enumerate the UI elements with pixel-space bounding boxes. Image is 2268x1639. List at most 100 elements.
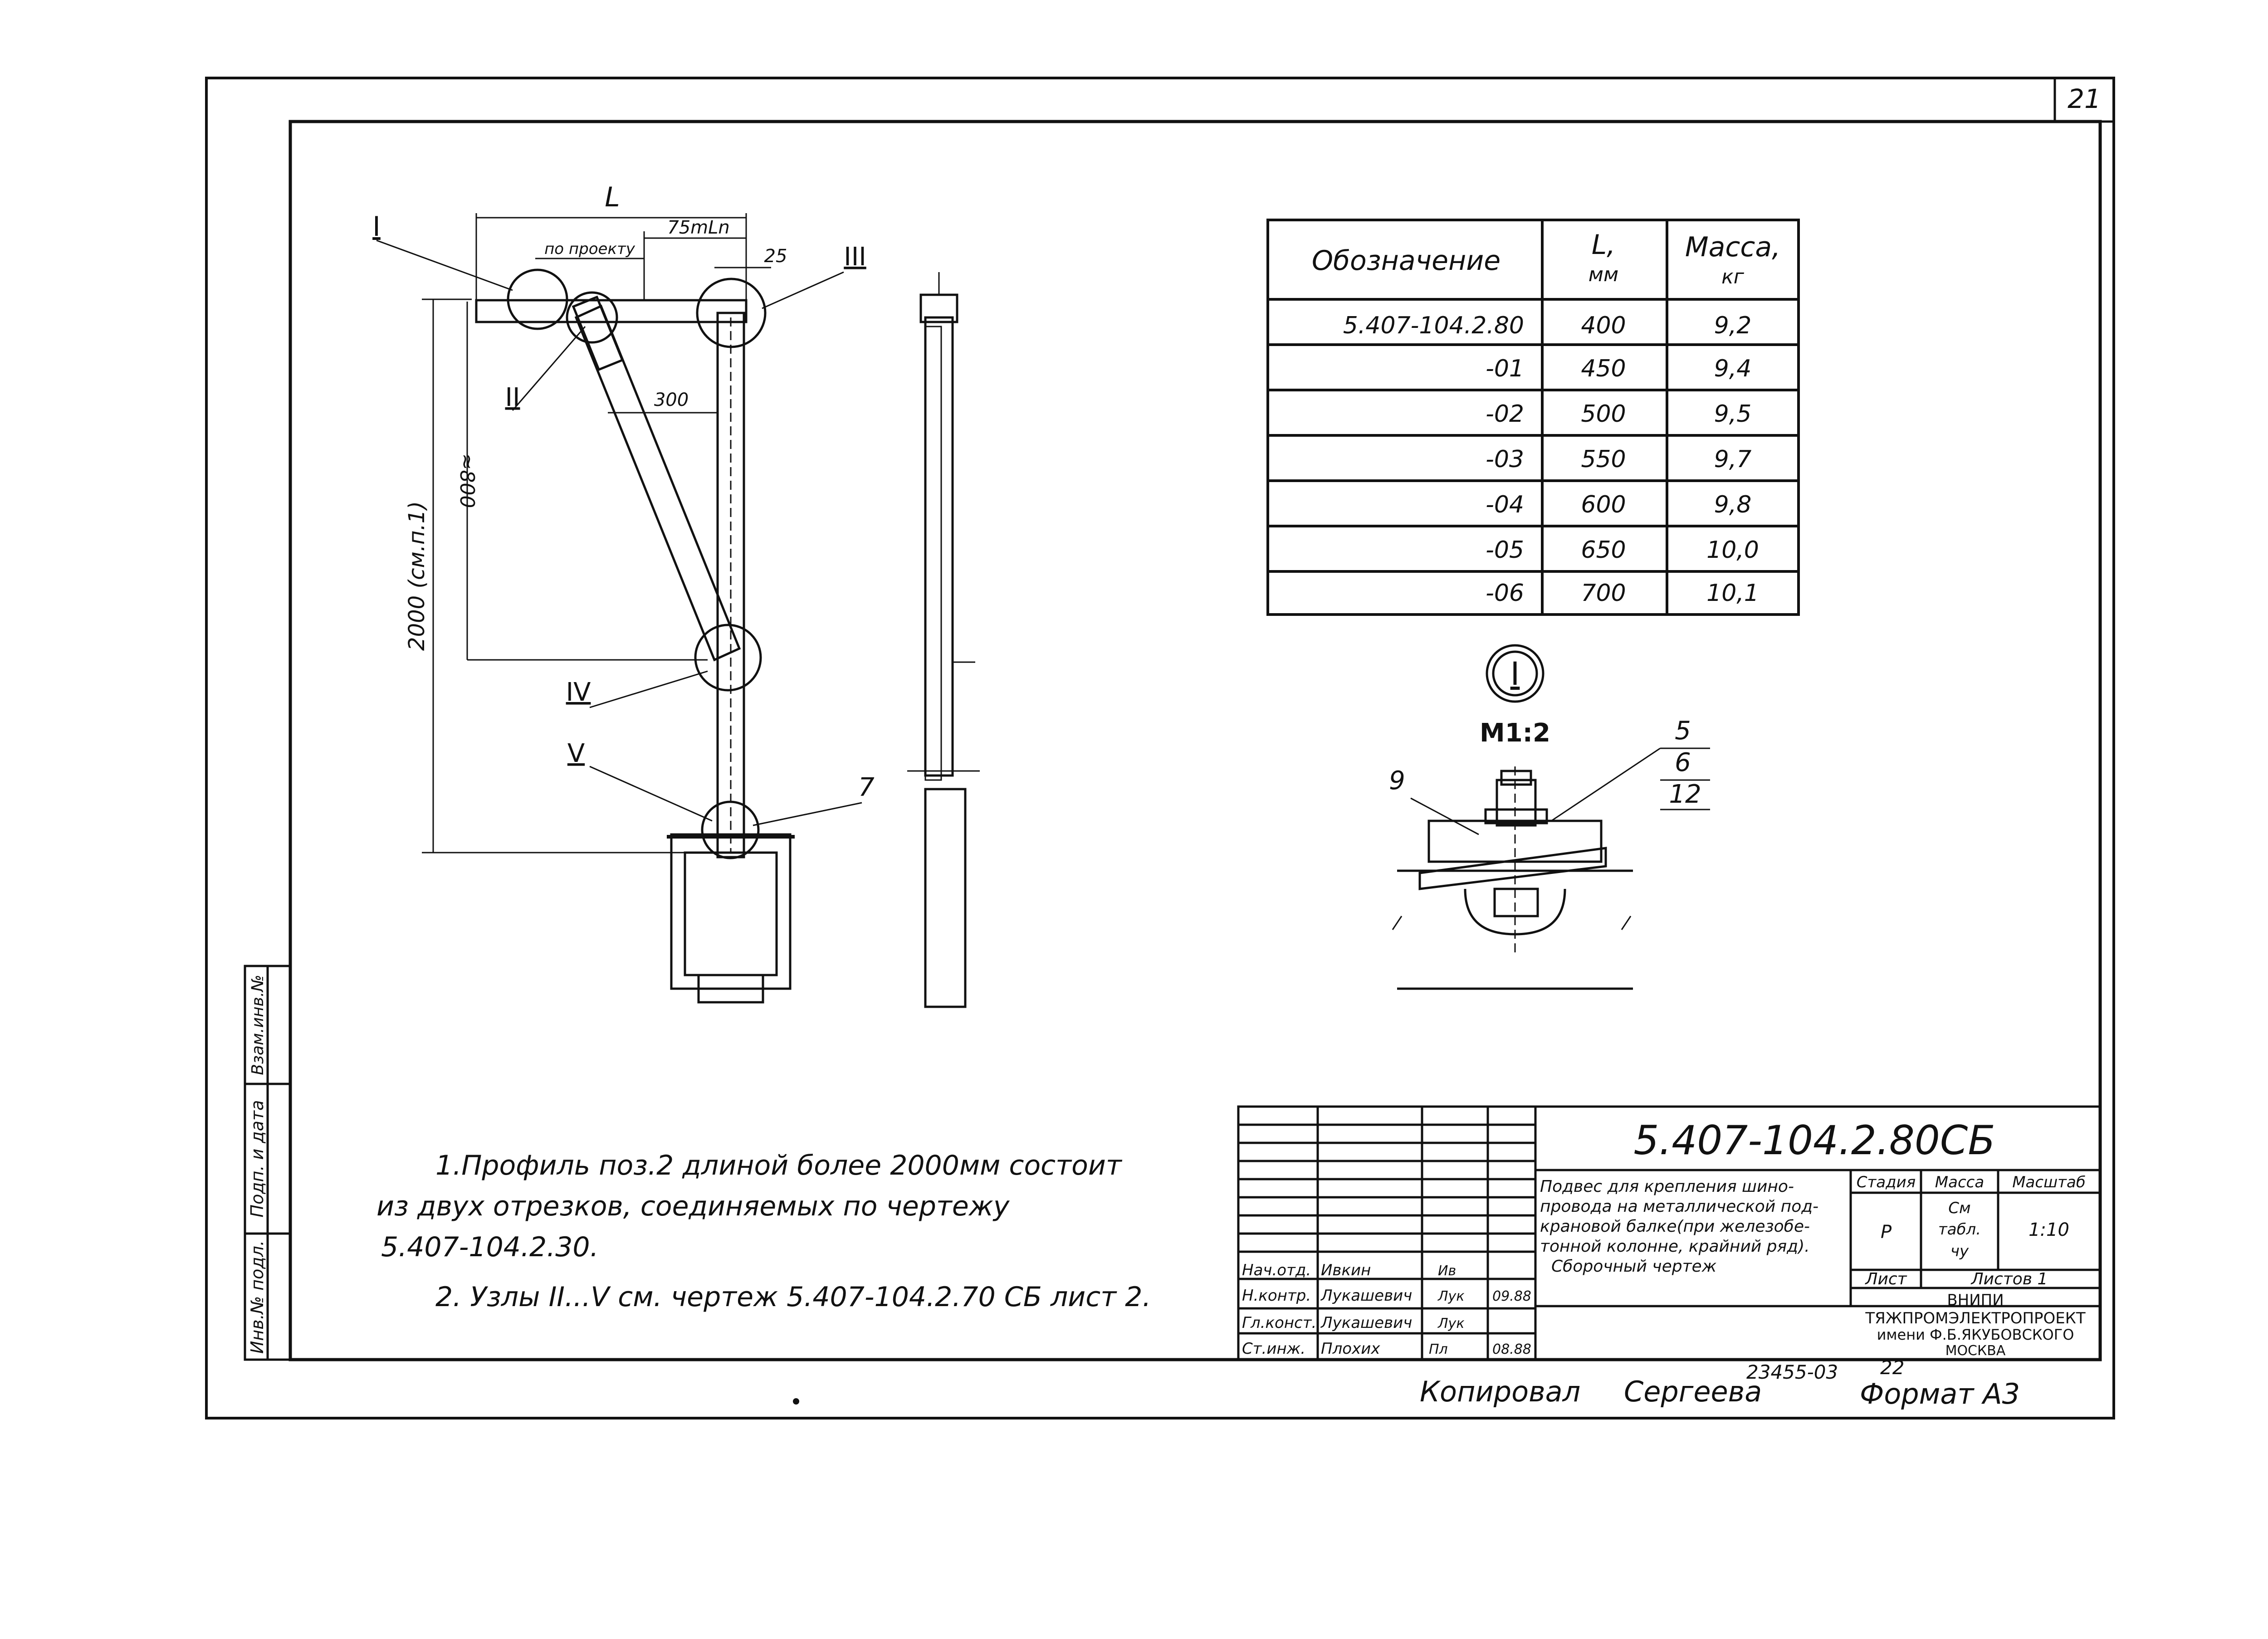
signature-role: Ст.инж.: [1242, 1340, 1305, 1358]
table-row-designation: -04: [1486, 491, 1524, 518]
side-view-holder: [924, 788, 967, 1008]
table-row-length: 500: [1581, 400, 1626, 428]
signature-sign: Лук: [1437, 1288, 1464, 1304]
footer-order: 23455-03: [1746, 1361, 1838, 1383]
node-circle-II: [566, 291, 618, 344]
signature-sign: Лук: [1437, 1316, 1464, 1332]
title-block-org-4: МОСКВА: [1945, 1343, 2006, 1359]
side-stamp-inv: Инв.№ подл.: [247, 1240, 267, 1354]
table-row-mass: 9,5: [1714, 400, 1752, 428]
outer-frame: [205, 77, 2115, 1419]
title-block-stage-value: Р: [1881, 1222, 1892, 1243]
title-block-org-2: ТЯЖПРОМЭЛЕКТРОПРОЕКТ: [1865, 1309, 2086, 1327]
table-row-mass: 9,2: [1714, 312, 1752, 339]
title-block-org-3: имени Ф.Б.ЯКУБОВСКОГО: [1877, 1326, 2074, 1343]
dim-project: по проекту: [544, 240, 635, 258]
signature-name: Лукашевич: [1320, 1314, 1412, 1332]
signature-sign: Ив: [1438, 1263, 1456, 1279]
signature-sign: Пл: [1429, 1341, 1448, 1357]
dim-25: 25: [764, 246, 787, 267]
title-block-org-1: ВНИПИ: [1947, 1291, 2004, 1309]
detail-pos-5: 5: [1675, 716, 1691, 746]
signature-name: Ивкин: [1321, 1261, 1371, 1279]
detail-pos-9: 9: [1389, 766, 1405, 795]
table-row-mass: 10,1: [1706, 580, 1759, 607]
detail-pos-12: 12: [1669, 780, 1701, 809]
signature-date: 09.88: [1492, 1288, 1531, 1304]
signature-role: Нач.отд.: [1242, 1261, 1311, 1279]
detail-I: [1392, 644, 1710, 990]
table-row-mass: 10,0: [1706, 537, 1759, 564]
node-circle-V: [701, 800, 760, 859]
footer-copier: Сергеева: [1624, 1375, 1762, 1408]
title-block-desc-2: провода на металлической под-: [1540, 1197, 1818, 1216]
title-block-doc-code: 5.407-104.2.80СБ: [1633, 1117, 1995, 1164]
sheet-number-box: [2053, 77, 2115, 123]
callout-III: III: [844, 242, 866, 272]
note-line-4: 2. Узлы II...V см. чертеж 5.407-104.2.70…: [435, 1281, 1151, 1313]
table-rows: 5.407-104.2.80 400 9,2 -01 450 9,4 -02 5…: [1343, 312, 1759, 607]
assembly-view: [376, 213, 980, 1008]
node-circle-III: [696, 278, 767, 348]
footer-order-sheet: 22: [1880, 1356, 1904, 1379]
node-circle-I: [507, 268, 568, 330]
table-row-length: 700: [1581, 580, 1626, 607]
table-row-designation: -02: [1486, 400, 1524, 428]
table-header-length-unit: мм: [1589, 263, 1618, 286]
title-block-sheets-label: Листов 1: [1970, 1270, 2048, 1288]
side-stamp-replace: Взам.инв.№: [249, 975, 267, 1075]
dim-800: ≈800: [455, 454, 479, 508]
table-row-designation: -01: [1486, 355, 1524, 382]
inner-frame: [288, 120, 2102, 1361]
table-row-designation: -03: [1486, 446, 1524, 473]
detail-pos-6: 6: [1675, 748, 1691, 777]
node-circle-IV: [694, 624, 762, 692]
title-block-scale-label: Масштаб: [2012, 1173, 2086, 1191]
table-row-length: 450: [1581, 355, 1626, 382]
table-row-mass: 9,4: [1714, 355, 1752, 382]
table-header-mass-unit: кг: [1721, 265, 1745, 288]
title-block-sheet-label: Лист: [1864, 1270, 1907, 1288]
detail-title: I: [1510, 655, 1520, 693]
callout-V: V: [567, 739, 585, 768]
callout-II: II: [505, 383, 520, 412]
detail-scale: М1:2: [1480, 718, 1550, 748]
dim-300: 300: [654, 390, 689, 410]
table-row-length: 650: [1581, 537, 1626, 564]
title-block-desc-4: тонной колонне, крайний ряд).: [1540, 1237, 1810, 1256]
table-header-mass: Масса,: [1685, 231, 1780, 263]
signature-role: Гл.конст.: [1242, 1314, 1316, 1332]
dim-2000: 2000 (см.п.1): [404, 501, 430, 651]
signature-name: Плохих: [1321, 1340, 1380, 1358]
table-row-designation: -05: [1486, 537, 1524, 564]
footer-format: Формат А3: [1860, 1377, 2020, 1410]
callout-7: 7: [858, 773, 875, 802]
note-line-3: 5.407-104.2.30.: [381, 1231, 599, 1263]
title-block-mass-value-2: табл.: [1938, 1220, 1981, 1239]
title-block-mass-value-3: чу: [1950, 1242, 1969, 1260]
table-row-designation: 5.407-104.2.80: [1343, 312, 1524, 339]
dim-75: 75mLn: [667, 217, 730, 238]
mass-table: [1266, 219, 1800, 616]
callout-I: I: [372, 211, 381, 243]
stray-mark: [793, 1398, 799, 1405]
sheet-number: 21: [2068, 83, 2101, 114]
title-block-scale-value: 1:10: [2028, 1219, 2069, 1240]
title-block-mass-label: Масса: [1935, 1173, 1984, 1191]
busbar-holder: [670, 833, 792, 990]
footer-copied: Копировал: [1420, 1375, 1580, 1408]
table-row-length: 400: [1581, 312, 1626, 339]
table-row-mass: 9,7: [1714, 446, 1752, 473]
title-block-desc-5: Сборочный чертеж: [1551, 1257, 1717, 1276]
note-line-2: из двух отрезков, соединяемых по чертежу: [376, 1190, 1010, 1222]
callout-IV: IV: [566, 678, 591, 707]
diagonal-brace: [574, 304, 741, 662]
note-line-1: 1.Профиль поз.2 длиной более 2000мм сост…: [435, 1150, 1123, 1181]
signature-date: 08.88: [1492, 1341, 1531, 1357]
title-block-desc-1: Подвес для крепления шино-: [1540, 1177, 1794, 1196]
side-stamp: [244, 965, 292, 1361]
signature-role: Н.контр.: [1242, 1287, 1311, 1305]
table-row-length: 550: [1581, 446, 1626, 473]
dim-L: L: [605, 181, 620, 213]
